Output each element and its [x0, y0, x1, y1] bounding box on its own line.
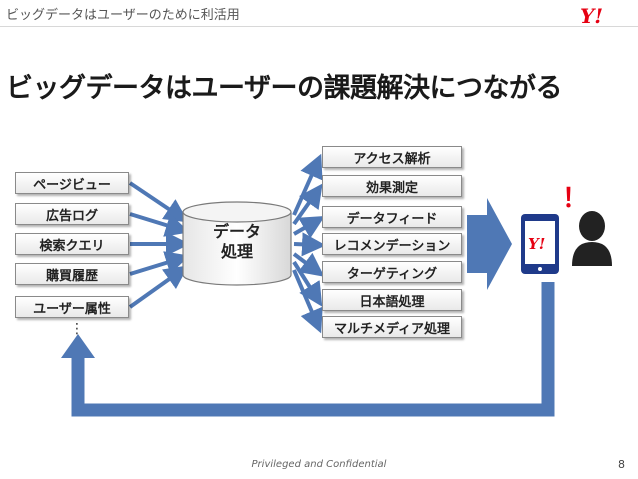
yahoo-logo-icon: Y! — [580, 4, 603, 27]
input-page-views: ページビュー — [15, 172, 129, 194]
page-title: ビッグデータはユーザーの課題解決につながる — [6, 73, 562, 104]
output-data-feed: データフィード — [322, 206, 462, 228]
page-number: 8 — [618, 458, 625, 471]
svg-text:Y!: Y! — [580, 4, 603, 27]
output-multimedia-processing: マルチメディア処理 — [322, 316, 462, 338]
input-search-queries: 検索クエリ — [15, 233, 129, 255]
input-purchase-history: 購買履歴 — [15, 263, 129, 285]
result-arrow — [467, 198, 512, 290]
input-arrow — [128, 181, 189, 223]
header-divider — [0, 26, 638, 27]
alert-exclamation: ！ — [562, 184, 589, 214]
output-arrow — [292, 260, 323, 307]
header-title: ビッグデータはユーザーのために利活用 — [6, 8, 240, 23]
output-arrow — [292, 252, 325, 277]
input-user-attributes: ユーザー属性 — [15, 296, 129, 318]
output-recommendation: レコメンデーション — [322, 233, 462, 255]
output-arrow — [292, 269, 323, 334]
smartphone-icon: Y! — [521, 214, 559, 274]
feedback-loop-arrow — [71, 282, 555, 417]
output-arrow — [292, 215, 325, 239]
svg-text:Y!: Y! — [528, 235, 545, 253]
input-ad-logs: 広告ログ — [15, 203, 129, 225]
output-effect-measurement: 効果測定 — [322, 175, 462, 197]
input-arrow — [128, 265, 189, 309]
output-targeting: ターゲティング — [322, 261, 462, 283]
output-access-analysis: アクセス解析 — [322, 146, 462, 168]
output-arrow — [292, 183, 323, 226]
processor-label: データ 処理 — [212, 222, 261, 261]
input-arrow — [129, 251, 190, 276]
input-arrow — [129, 212, 190, 237]
ellipsis: ⋮ — [70, 321, 84, 337]
data-processing-cylinder — [182, 201, 292, 286]
output-japanese-processing: 日本語処理 — [322, 289, 462, 311]
user-silhouette-icon — [572, 211, 612, 266]
output-arrow — [293, 232, 326, 257]
footer-confidential: Privileged and Confidential — [251, 459, 387, 470]
